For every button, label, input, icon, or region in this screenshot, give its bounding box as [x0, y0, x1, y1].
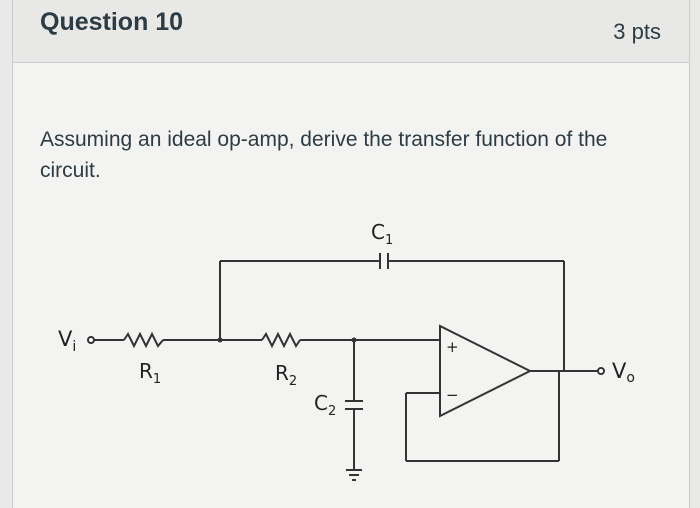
opamp-plus-sign: + — [446, 338, 459, 356]
r1-resistor — [123, 331, 164, 349]
vo-label: Vo — [612, 359, 635, 386]
opamp-triangle — [439, 324, 533, 418]
r2-label: R2 — [275, 361, 297, 389]
c2-label: C2 — [314, 391, 336, 419]
r2-resistor — [261, 331, 301, 349]
vi-terminal — [87, 336, 95, 344]
question-header: Question 10 3 pts — [13, 0, 689, 63]
junction-node-b — [351, 337, 357, 343]
question-card: Question 10 3 pts Assuming an ideal op-a… — [12, 0, 690, 508]
opamp-minus-sign: − — [446, 386, 459, 404]
question-text: Assuming an ideal op-amp, derive the tra… — [40, 128, 608, 182]
vo-terminal — [597, 367, 605, 375]
junction-node-a — [217, 337, 223, 343]
question-title: Question 10 — [40, 8, 184, 36]
vi-label: Vi — [58, 327, 76, 355]
r1-label: R1 — [139, 359, 161, 387]
c1-label: C1 — [371, 220, 393, 248]
question-points: 3 pts — [613, 19, 661, 44]
